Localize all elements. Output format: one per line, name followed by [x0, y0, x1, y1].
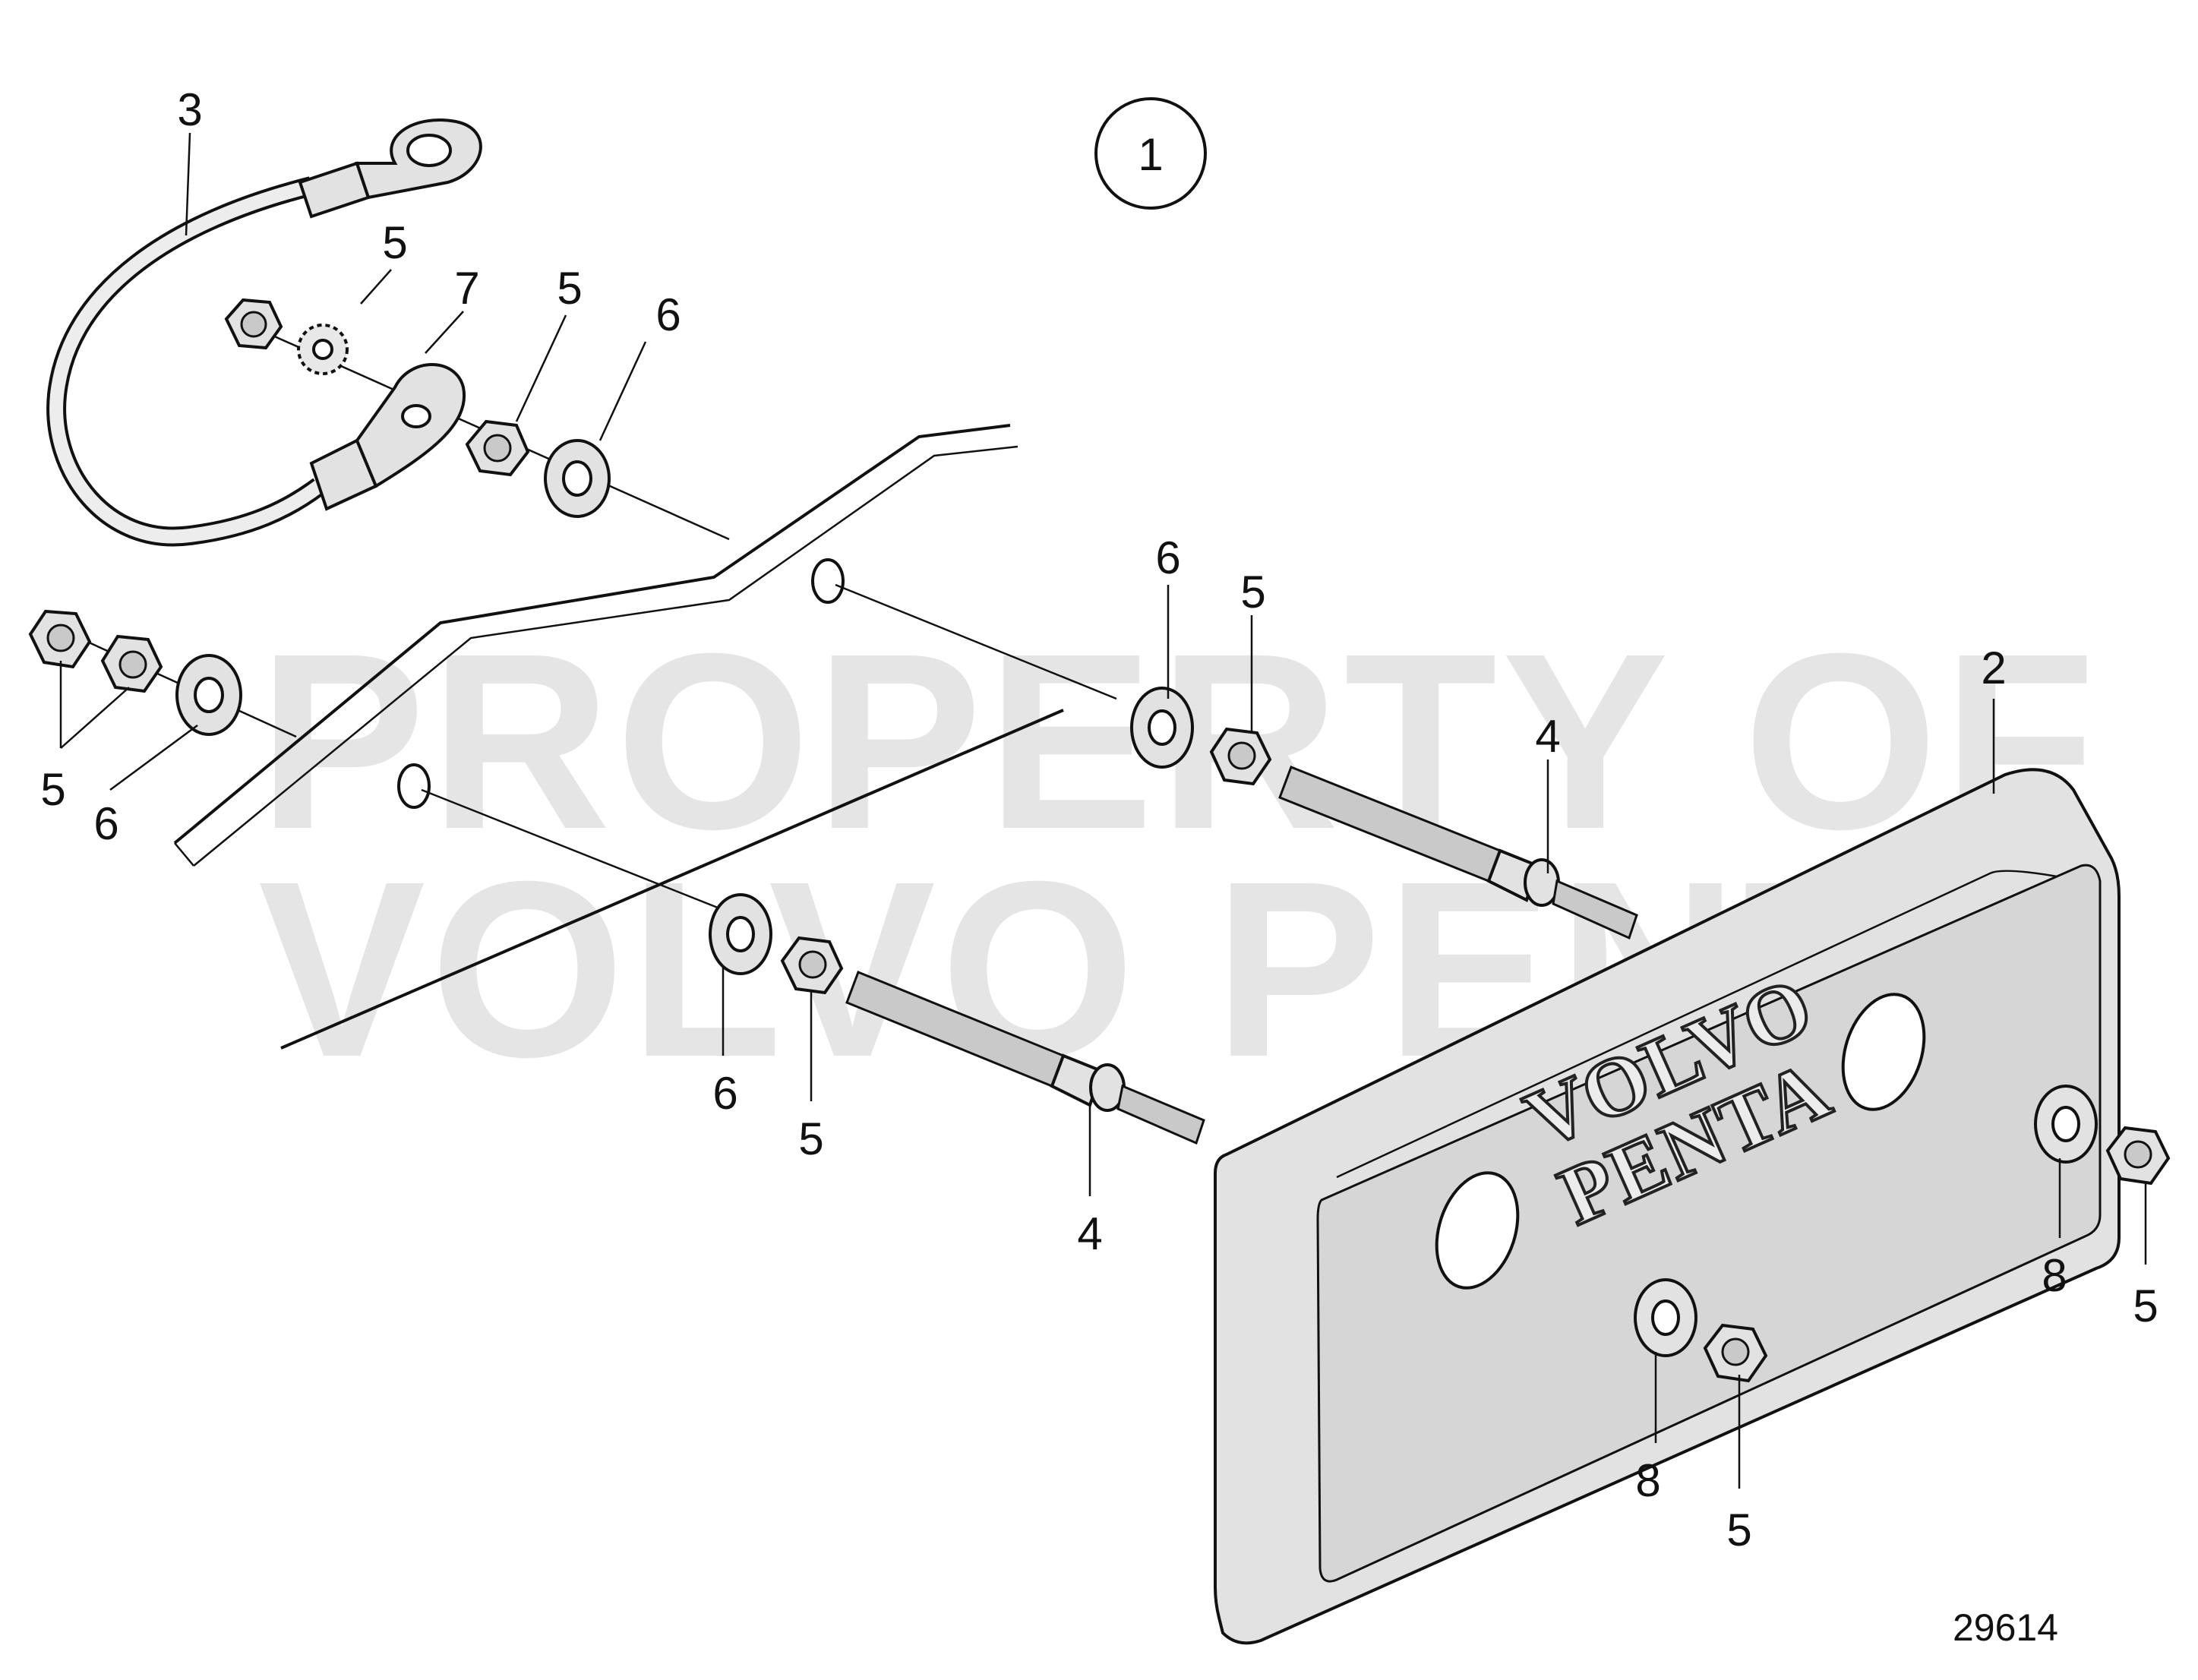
callout-4-upper-stud: 4 — [1535, 711, 1560, 762]
anode-hole-left — [1435, 1171, 1520, 1290]
callout-3: 3 — [177, 84, 202, 135]
callout-5-right: 5 — [2133, 1281, 2158, 1331]
callout-5-left-nuts: 5 — [40, 764, 65, 815]
transom-hole-lower — [397, 763, 431, 809]
callout-2: 2 — [1981, 643, 2006, 693]
callout-5-upper-nut: 5 — [382, 217, 407, 268]
callout-8-right: 8 — [2042, 1250, 2067, 1301]
callout-5-upper-nut-2: 5 — [557, 263, 582, 314]
callout-8-lower: 8 — [1635, 1455, 1660, 1506]
callout-6-upper-washer: 6 — [655, 289, 681, 340]
upper-fastener-stack — [224, 298, 611, 518]
sacrificial-anode: VOLVO PENTA — [1214, 768, 2121, 1645]
callout-5-lower: 5 — [1726, 1505, 1751, 1555]
callout-5-stud-nut-lower: 5 — [798, 1113, 823, 1164]
ground-cable — [46, 118, 482, 547]
callout-6-stud-washer-upper: 6 — [1155, 532, 1180, 583]
transom-plate — [173, 424, 1064, 1050]
left-fastener-stack — [28, 609, 242, 736]
view-marker-label: 1 — [1138, 129, 1163, 180]
leader-lines — [59, 132, 2147, 1489]
callout-6-left-washer: 6 — [93, 798, 118, 849]
view-marker-circle — [1094, 97, 1207, 210]
drawing-number: 29614 — [1953, 1606, 2058, 1649]
anode-hole-right — [1841, 993, 1926, 1111]
transom-hole-upper — [811, 558, 845, 604]
callout-7: 7 — [454, 263, 479, 314]
callout-labels: 3 5 7 5 6 5 6 6 5 4 2 6 5 4 8 5 8 5 — [40, 84, 2158, 1555]
callout-4-lower-stud: 4 — [1077, 1208, 1102, 1259]
callout-6-stud-washer-lower: 6 — [712, 1068, 737, 1119]
view-marker: 1 — [1094, 97, 1207, 210]
lower-stud-stack — [709, 893, 1205, 1145]
upper-stud-stack — [1130, 687, 1638, 940]
callout-5-stud-nut-upper: 5 — [1240, 567, 1265, 617]
anode-fasteners — [1634, 1085, 2171, 1383]
